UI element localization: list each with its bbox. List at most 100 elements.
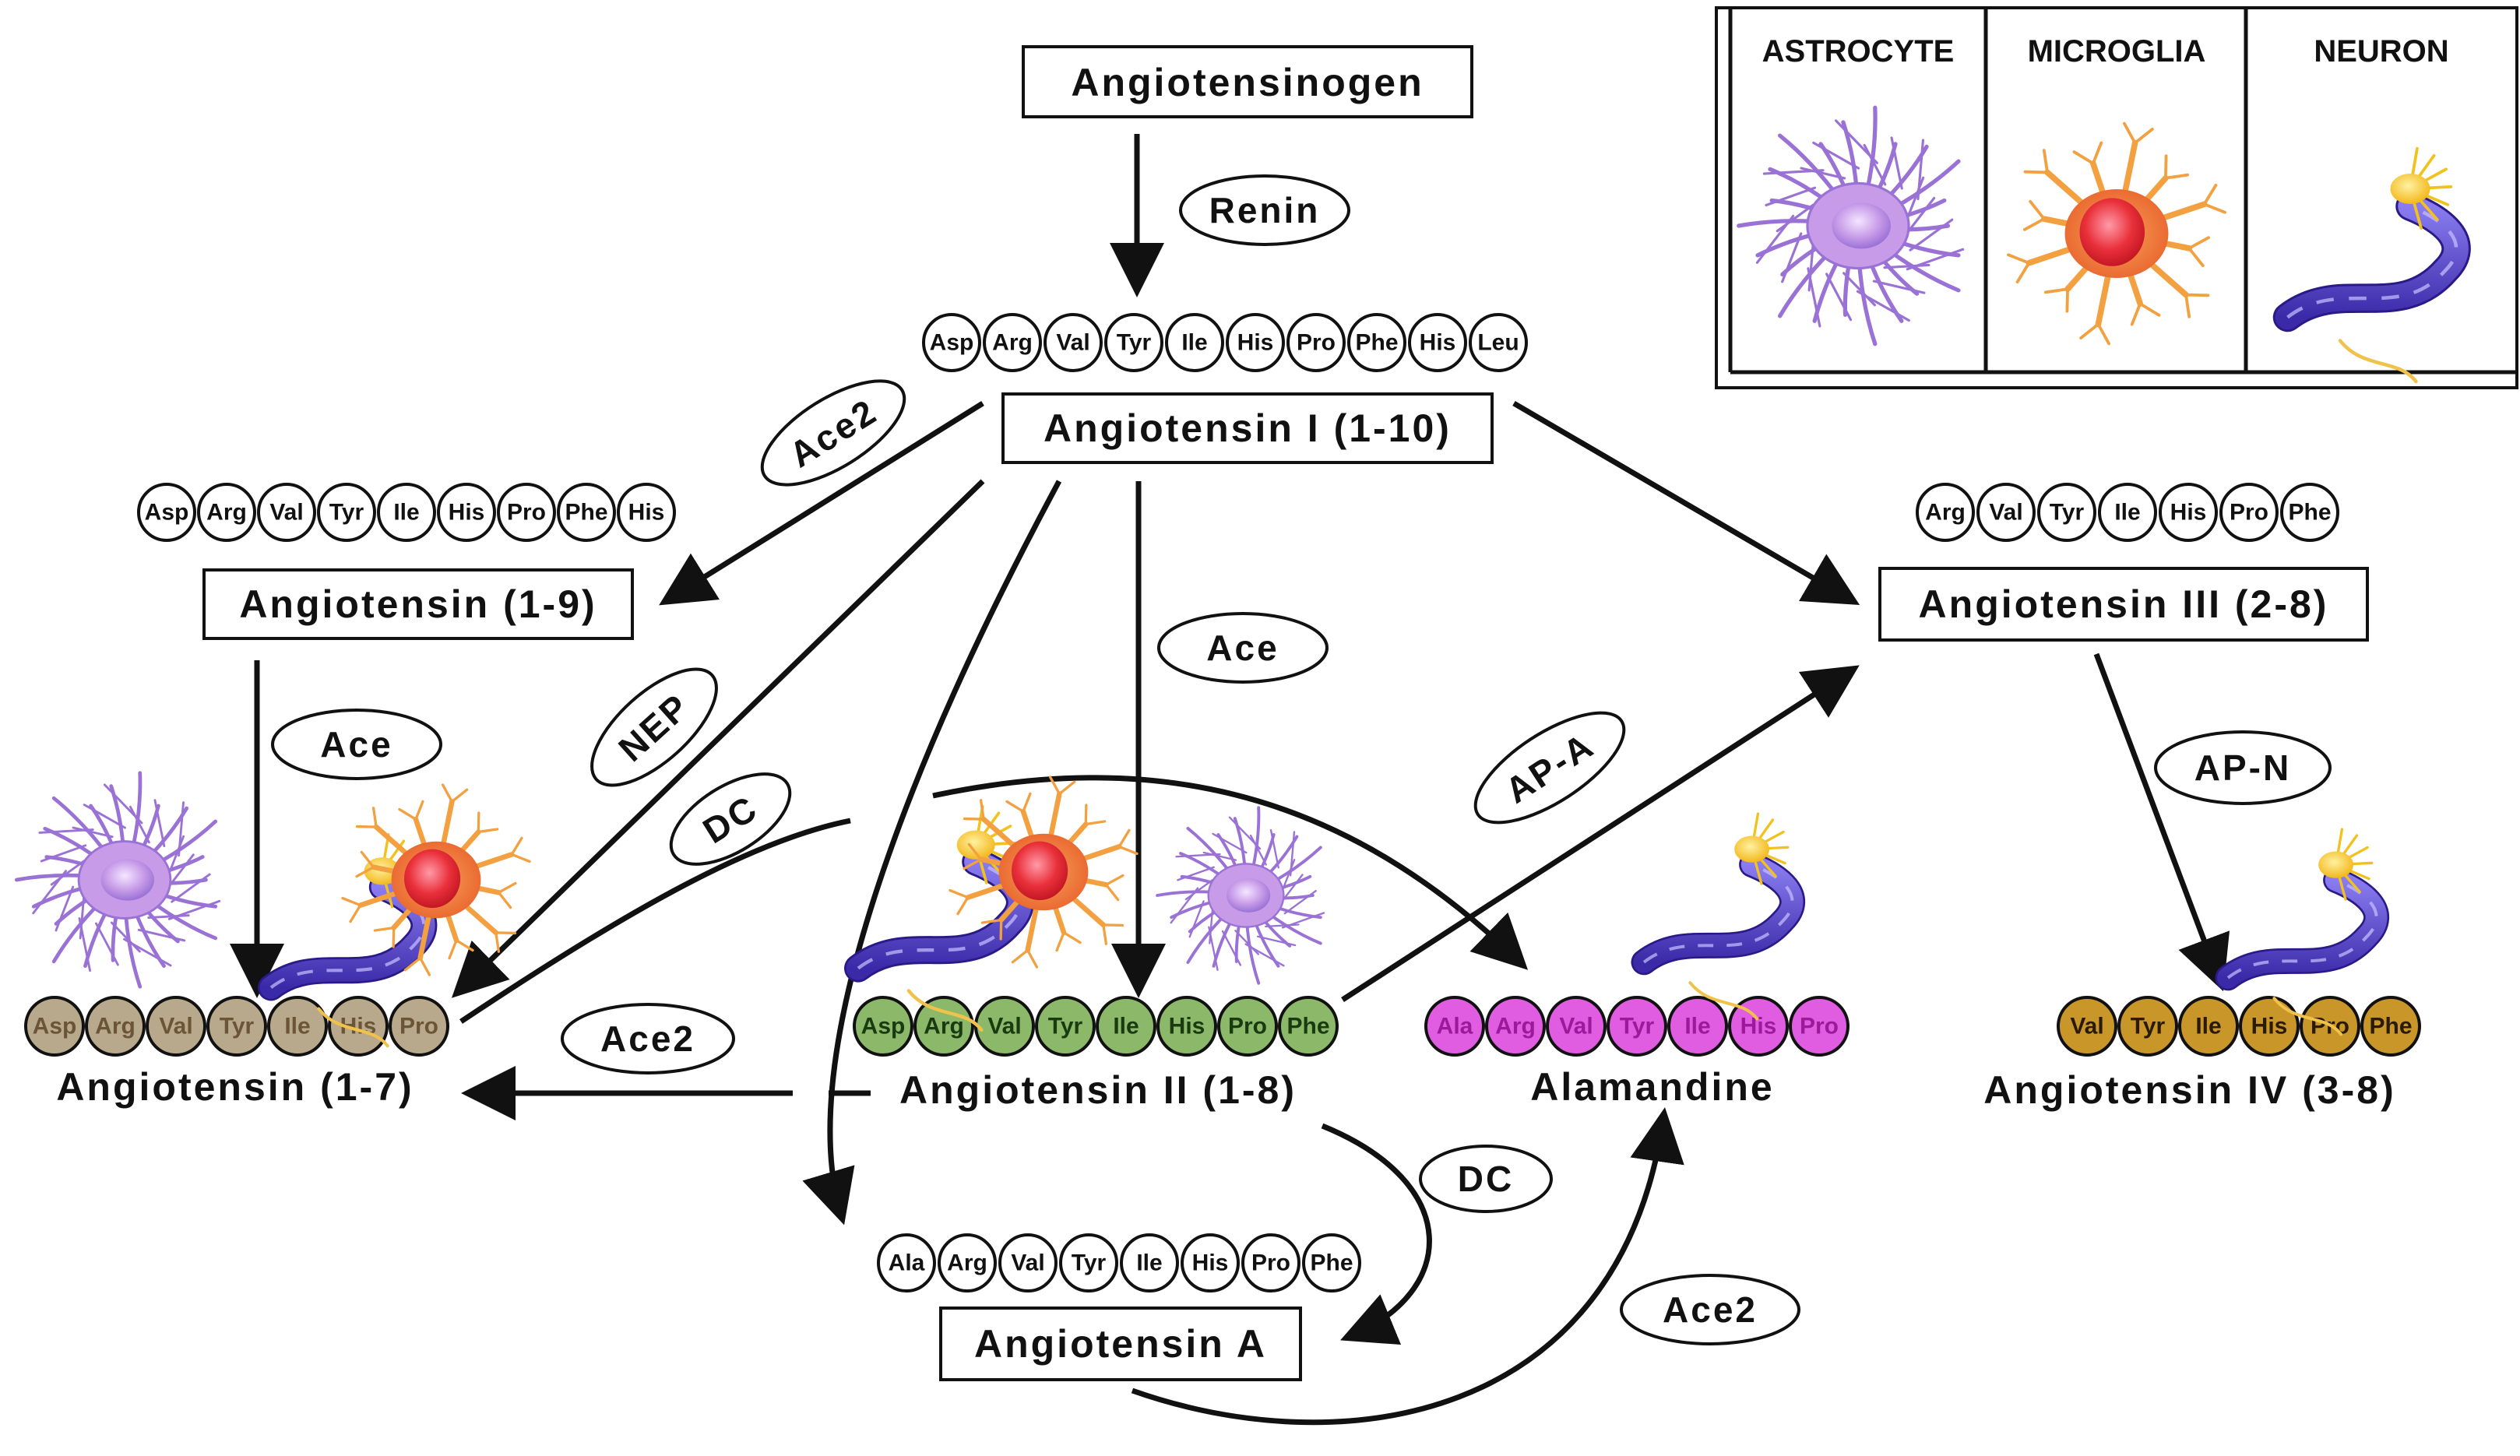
enzyme-ace-ang19-to-ang17: Ace [271,709,442,780]
arrow-dc-to-alamandine [932,775,1529,970]
amino-acid-label: Phe [1310,1250,1353,1276]
arrow-apn [2093,652,2230,992]
amino-acid-label: Val [987,1014,1021,1039]
amino-acid-label: His [1237,330,1274,356]
amino-acid-bead [1302,1233,1361,1292]
amino-acid-bead [137,483,196,542]
amino-acid-bead [1607,996,1667,1057]
amino-acid-label: Asp [145,500,189,526]
amino-acid-bead [377,483,436,542]
enzyme-nep: NEP [590,667,718,787]
enzyme-ace2-angA-to-alamandine: Ace2 [1620,1274,1800,1345]
amino-acid-label: Tyr [1072,1250,1107,1276]
legend-microglia-label: MICROGLIA [2028,34,2206,69]
amino-acid-bead [1165,313,1224,372]
arrow-ang1-to-ang3 [1512,400,1860,606]
amino-acid-label: Tyr [329,500,364,526]
amino-acid-label: Ile [1181,330,1207,356]
amino-acid-label: Arg [1925,500,1966,526]
amino-acid-label: Phe [2369,1014,2412,1039]
amino-acid-label: Phe [565,500,607,526]
amino-acid-bead [24,996,85,1057]
arrow-apa [1341,665,1860,1002]
amino-acid-bead [1035,996,1096,1057]
amino-acid-bead [617,483,676,542]
amino-acid-label: Val [2070,1014,2103,1039]
amino-acid-bead [1217,996,1278,1057]
amino-acid-bead [974,996,1035,1057]
svg-text:Ace: Ace [1206,628,1279,668]
enzyme-apa: AP-A [1473,711,1626,825]
arrow-ace2-to-ang19 [659,401,984,606]
amino-acid-label: His [628,500,665,526]
amino-acid-bead [1546,996,1607,1057]
enzyme-apn: AP-N [2154,730,2332,805]
amino-acid-label: Arg [95,1014,136,1039]
angiotensinogen-label: Angiotensinogen [1071,61,1424,104]
amino-acid-label: Ile [284,1014,310,1039]
microglia-icon [949,775,1139,969]
amino-acid-label: Asp [930,330,974,356]
amino-acid-bead [1059,1233,1118,1292]
amino-acid-label: His [1740,1014,1777,1039]
node-ang3: Angiotensin III (2-8) [1878,567,2369,642]
amino-acid-bead [938,1233,997,1292]
enzyme-dc-ang2-to-angA: DC [1419,1145,1553,1213]
amino-acid-bead [1181,1233,1240,1292]
microglia-icon [2007,121,2226,346]
amino-acid-label: Val [159,1014,192,1039]
enzyme-ace2-ang2-to-ang17: Ace2 [561,1003,735,1074]
amino-acid-label: Pro [399,1014,438,1039]
neuron-icon [1631,812,1806,1021]
amino-acid-bead [1916,483,1975,542]
amino-acid-bead [1120,1233,1179,1292]
ang1-label: Angiotensin I (1-10) [1044,406,1452,450]
amino-acid-label: Pro [1800,1014,1839,1039]
amino-acid-bead [1241,1233,1300,1292]
amino-acid-bead [1469,313,1528,372]
ang4-label: Angiotensin IV (3-8) [1983,1068,2395,1112]
arrow-dc-ang2-to-angA [1321,1123,1432,1345]
amino-acid-bead [2057,996,2117,1057]
amino-acid-label: Ile [393,500,419,526]
amino-acid-label: Ile [2114,500,2140,526]
legend-neuron-label: NEURON [2314,34,2448,69]
amino-acid-bead [206,996,267,1057]
ang3-label: Angiotensin III (2-8) [1919,582,2329,626]
amino-acid-bead [1789,996,1850,1057]
amino-acid-label: Val [1056,330,1089,356]
amino-acid-bead [317,483,376,542]
amino-acid-label: Asp [861,1014,906,1039]
amino-acid-bead [1408,313,1467,372]
node-angiotensinogen: Angiotensinogen [1022,45,1473,118]
amino-acid-label: His [449,500,485,526]
amino-acid-label: Arg [992,330,1033,356]
amino-acid-label: Phe [1355,330,1398,356]
amino-acid-bead [2360,996,2421,1057]
amino-acid-bead [1286,313,1346,372]
amino-acid-bead [2117,996,2178,1057]
amino-acid-label: Pro [2230,500,2268,526]
legend-astrocyte-label: ASTROCYTE [1762,34,1955,69]
svg-text:DC: DC [1458,1159,1514,1199]
amino-acid-bead [328,996,389,1057]
amino-acid-label: His [2251,1014,2288,1039]
amino-acid-label: Ile [2195,1014,2221,1039]
amino-acid-label: Ala [1437,1014,1473,1039]
amino-acid-label: Ile [1113,1014,1139,1039]
amino-acid-label: His [2170,500,2207,526]
node-ang19: Angiotensin (1-9) [202,568,634,640]
enzyme-dc-ang2-to-alamandine: DC [669,772,792,866]
astrocyte-icon [1156,806,1325,985]
ang2-label: Angiotensin II (1-8) [899,1068,1297,1112]
amino-acid-bead [853,996,913,1057]
angA-label: Angiotensin A [974,1322,1267,1366]
amino-acid-bead [85,996,146,1057]
amino-acid-bead [2159,483,2218,542]
